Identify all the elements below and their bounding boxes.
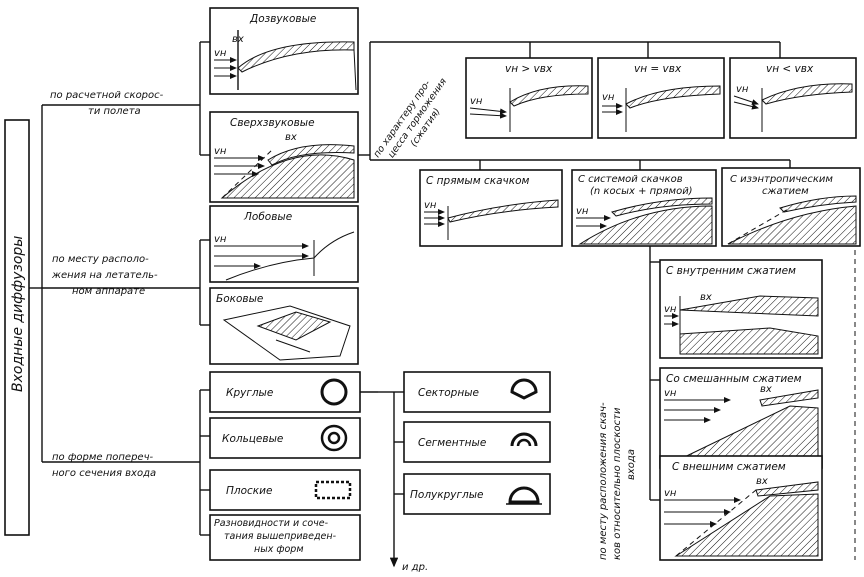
frontal-vn: vн <box>214 234 227 245</box>
supersonic-vx: вх <box>285 132 297 143</box>
supersonic-title: Сверхзвуковые <box>230 117 315 129</box>
subsonic-vn: vн <box>214 48 227 59</box>
semicircle-section-box: Полукруглые <box>404 474 550 514</box>
segment-section-box: Сегментные <box>404 422 550 462</box>
sector-section-box: Секторные <box>404 372 550 412</box>
velocity-gt-vn: vн <box>470 96 483 107</box>
branch-speed-label: по расчетной скорос-ти полета <box>50 90 164 117</box>
external-vx: вх <box>756 476 768 487</box>
frontal-intake-box: Лобовые vн <box>210 206 358 282</box>
supersonic-diffuser-box: Сверхзвуковые vн вх <box>210 112 358 202</box>
root-label: Входные диффузоры <box>10 236 26 392</box>
subsonic-title: Дозвуковые <box>249 13 316 25</box>
segment-title: Сегментные <box>418 437 486 449</box>
velocity-gt-label: vн > vвх <box>505 63 553 75</box>
velocity-eq-label: vн = vвх <box>634 63 682 75</box>
normal-shock-vn: vн <box>424 200 437 211</box>
round-title: Круглые <box>226 387 273 399</box>
compression-place-label: по месту расположения скач-ков относител… <box>598 402 637 560</box>
side-intake-box: Боковые <box>210 288 358 364</box>
velocity-lt-vn: vн <box>736 84 749 95</box>
etc-label: и др. <box>402 562 428 573</box>
velocity-eq-box: vн = vвх vн <box>598 58 724 138</box>
mixed-compression-box: Со смешанным сжатием vн вх <box>660 368 822 468</box>
velocity-gt-box: vн > vвх vн <box>466 58 592 138</box>
side-title: Боковые <box>216 293 263 305</box>
external-compression-box: С внешним сжатием vн вх <box>660 456 822 560</box>
external-compression-title: С внешним сжатием <box>672 461 786 473</box>
mixed-vn: vн <box>664 388 677 399</box>
internal-compression-box: С внутренним сжатием вх vн <box>660 260 822 358</box>
flat-section-box: Плоские <box>210 470 360 510</box>
mixed-vx: вх <box>760 384 772 395</box>
velocity-lt-label: vн < vвх <box>766 63 814 75</box>
frontal-title: Лобовые <box>243 211 292 223</box>
round-section-box: Круглые <box>210 372 360 412</box>
internal-vn: vн <box>664 304 677 315</box>
internal-vx: вх <box>700 292 712 303</box>
ring-section-box: Кольцевые <box>210 418 360 458</box>
semicircle-title: Полукруглые <box>410 489 483 501</box>
shock-system-box: С системой скачков(n косых + прямой) vн <box>572 170 716 246</box>
sector-title: Секторные <box>418 387 479 399</box>
supersonic-vn: vн <box>214 146 227 157</box>
flat-title: Плоские <box>226 485 272 497</box>
shock-system-vn: vн <box>576 206 589 217</box>
mixed-compression-title: Со смешанным сжатием <box>666 373 802 385</box>
ring-title: Кольцевые <box>222 433 283 445</box>
shock-system-title: С системой скачков(n косых + прямой) <box>578 174 693 197</box>
external-vn: vн <box>664 488 677 499</box>
combos-section-box: Разновидности и соче-тания вышеприведен-… <box>210 515 360 560</box>
subsonic-vx: вх <box>232 34 244 45</box>
internal-compression-title: С внутренним сжатием <box>666 265 796 277</box>
branch-section-label: по форме попереч-ного сечения входа <box>52 452 156 479</box>
velocity-lt-box: vн < vвх vн <box>730 58 856 138</box>
normal-shock-title: С прямым скачком <box>426 175 530 187</box>
normal-shock-box: С прямым скачком vн <box>420 170 562 246</box>
branch-placement-label: по месту располо-жения на летатель-ном а… <box>51 254 158 297</box>
subsonic-diffuser-box: Дозвуковые vн вх <box>210 8 358 94</box>
braking-label: по характеру про-цесса торможения(сжатия… <box>371 69 459 173</box>
velocity-eq-vn: vн <box>602 92 615 103</box>
